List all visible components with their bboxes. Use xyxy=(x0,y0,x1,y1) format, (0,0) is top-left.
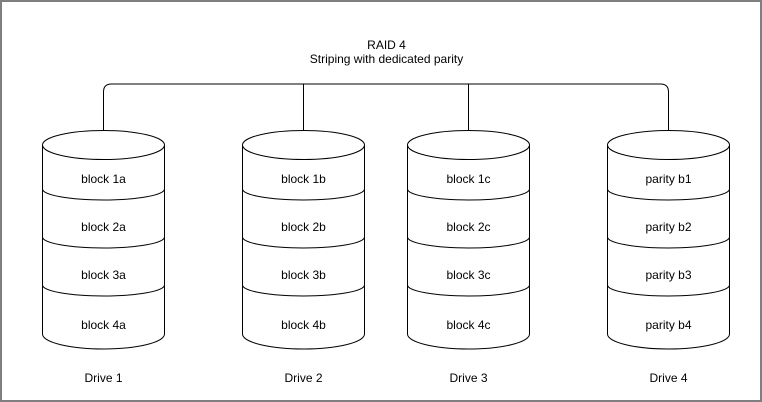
drive-label: Drive 4 xyxy=(649,371,688,385)
drive-3-group: block 1c block 2c block 3c block 4c Driv… xyxy=(407,130,530,390)
drive-4-group: parity b1 parity b2 parity b3 parity b4 … xyxy=(607,130,730,390)
block-label: block 4b xyxy=(281,318,326,332)
block-label: parity b4 xyxy=(645,318,692,332)
block-label: block 1a xyxy=(81,172,126,186)
drive-label: Drive 1 xyxy=(84,371,123,385)
bus-line xyxy=(103,83,669,132)
block-label: block 3c xyxy=(446,268,491,282)
block-label: parity b1 xyxy=(645,172,692,186)
block-label: parity b2 xyxy=(645,220,692,234)
block-label: block 2b xyxy=(281,220,326,234)
block-label: block 1b xyxy=(281,172,326,186)
drive-1-group: block 1a block 2a block 3a block 4a Driv… xyxy=(42,130,165,390)
block-label: block 2a xyxy=(81,220,126,234)
block-label: block 1c xyxy=(446,172,491,186)
block-label: block 3a xyxy=(81,268,126,282)
block-label: block 4a xyxy=(81,318,126,332)
block-label: block 2c xyxy=(446,220,491,234)
drive-2-group: block 1b block 2b block 3b block 4b Driv… xyxy=(242,130,365,390)
diagram-title: RAID 4 xyxy=(367,38,406,52)
disk-cylinder-icon xyxy=(242,130,365,350)
drive-label: Drive 3 xyxy=(449,371,488,385)
drive-label: Drive 2 xyxy=(284,371,323,385)
block-label: block 3b xyxy=(281,268,326,282)
diagram-title-block: RAID 4 Striping with dedicated parity xyxy=(105,38,668,66)
disk-cylinder-icon xyxy=(42,130,165,350)
block-label: block 4c xyxy=(446,318,491,332)
block-label: parity b3 xyxy=(645,268,692,282)
disk-cylinder-icon xyxy=(407,130,530,350)
disk-cylinder-icon xyxy=(607,130,730,350)
diagram-subtitle: Striping with dedicated parity xyxy=(309,52,464,66)
